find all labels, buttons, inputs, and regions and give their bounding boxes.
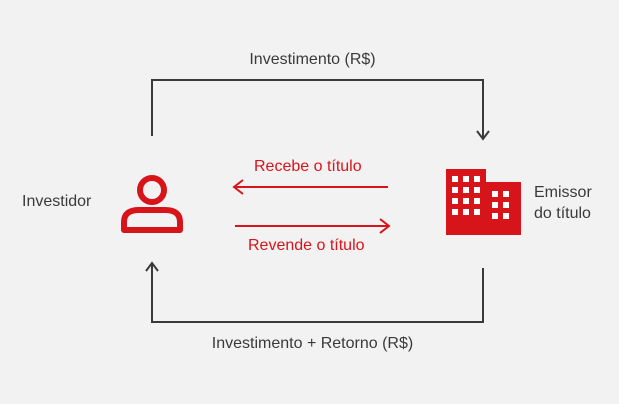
bottom-flow-arrowhead xyxy=(145,261,159,272)
person-icon xyxy=(121,175,183,233)
resell-arrow xyxy=(235,218,391,234)
receive-flow-label: Recebe o título xyxy=(254,158,362,175)
resell-arrowhead xyxy=(379,218,391,234)
top-flow-label: Investimento (R$) xyxy=(249,51,376,68)
issuer-label-line2: do título xyxy=(534,205,591,222)
top-flow-connector xyxy=(151,79,490,141)
bottom-flow-connector xyxy=(145,261,484,323)
issuer-label-line1: Emissor xyxy=(534,184,592,201)
investor-label: Investidor xyxy=(22,193,92,210)
bottom-flow-label: Investimento + Retorno (R$) xyxy=(211,335,414,352)
issuer-label: Emissor do título xyxy=(534,182,614,224)
receive-arrowhead xyxy=(232,179,244,195)
building-icon xyxy=(446,169,521,235)
receive-arrow xyxy=(232,179,388,195)
top-flow-arrowhead xyxy=(476,130,490,141)
resell-flow-label: Revende o título xyxy=(248,237,365,254)
